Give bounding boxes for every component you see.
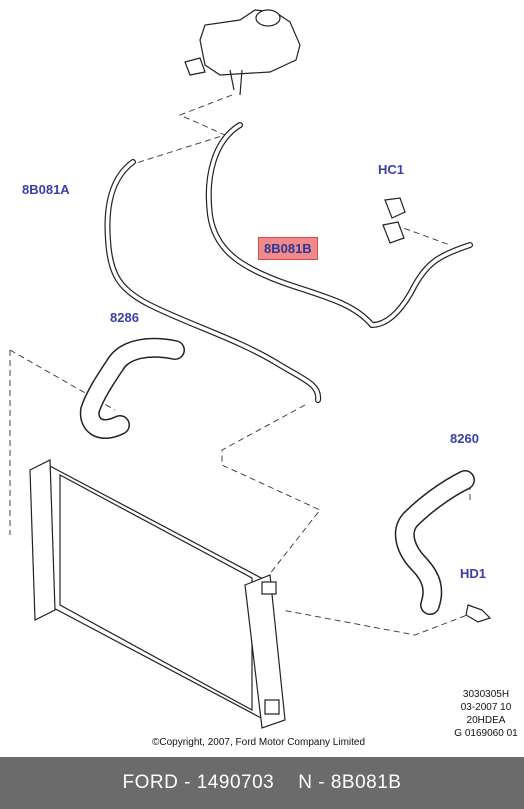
ref-code: G 0169060 01 <box>454 728 518 739</box>
clamp-hd1 <box>465 604 492 623</box>
copyright-notice: ©Copyright, 2007, Ford Motor Company Lim… <box>152 737 366 748</box>
footer-part-number: N - 8B081B <box>298 772 402 793</box>
clip-hc1 <box>382 197 406 244</box>
expansion-tank <box>184 9 301 96</box>
callout-hc1: HC1 <box>378 162 405 177</box>
ref-code: 3030305H <box>462 689 510 700</box>
parts-diagram <box>9 9 492 729</box>
callout-8286: 8286 <box>110 310 139 325</box>
footer-part-info: FORD - 1490703 <box>122 772 275 793</box>
callout-8260: 8260 <box>450 431 479 446</box>
callout-8b081b: 8B081B <box>258 237 318 260</box>
radiator <box>29 459 286 729</box>
ref-code: 03-2007 10 <box>460 702 512 713</box>
footer-bar: FORD - 1490703 N - 8B081B <box>0 757 524 809</box>
ref-code: 20HDEA <box>466 715 506 726</box>
callout-hd1: HD1 <box>460 566 487 581</box>
hose-8b081b <box>205 122 473 329</box>
reference-codes: 3030305H 03-2007 10 20HDEA G 0169060 01 <box>452 688 520 740</box>
callout-8b081a: 8B081A <box>22 182 70 197</box>
